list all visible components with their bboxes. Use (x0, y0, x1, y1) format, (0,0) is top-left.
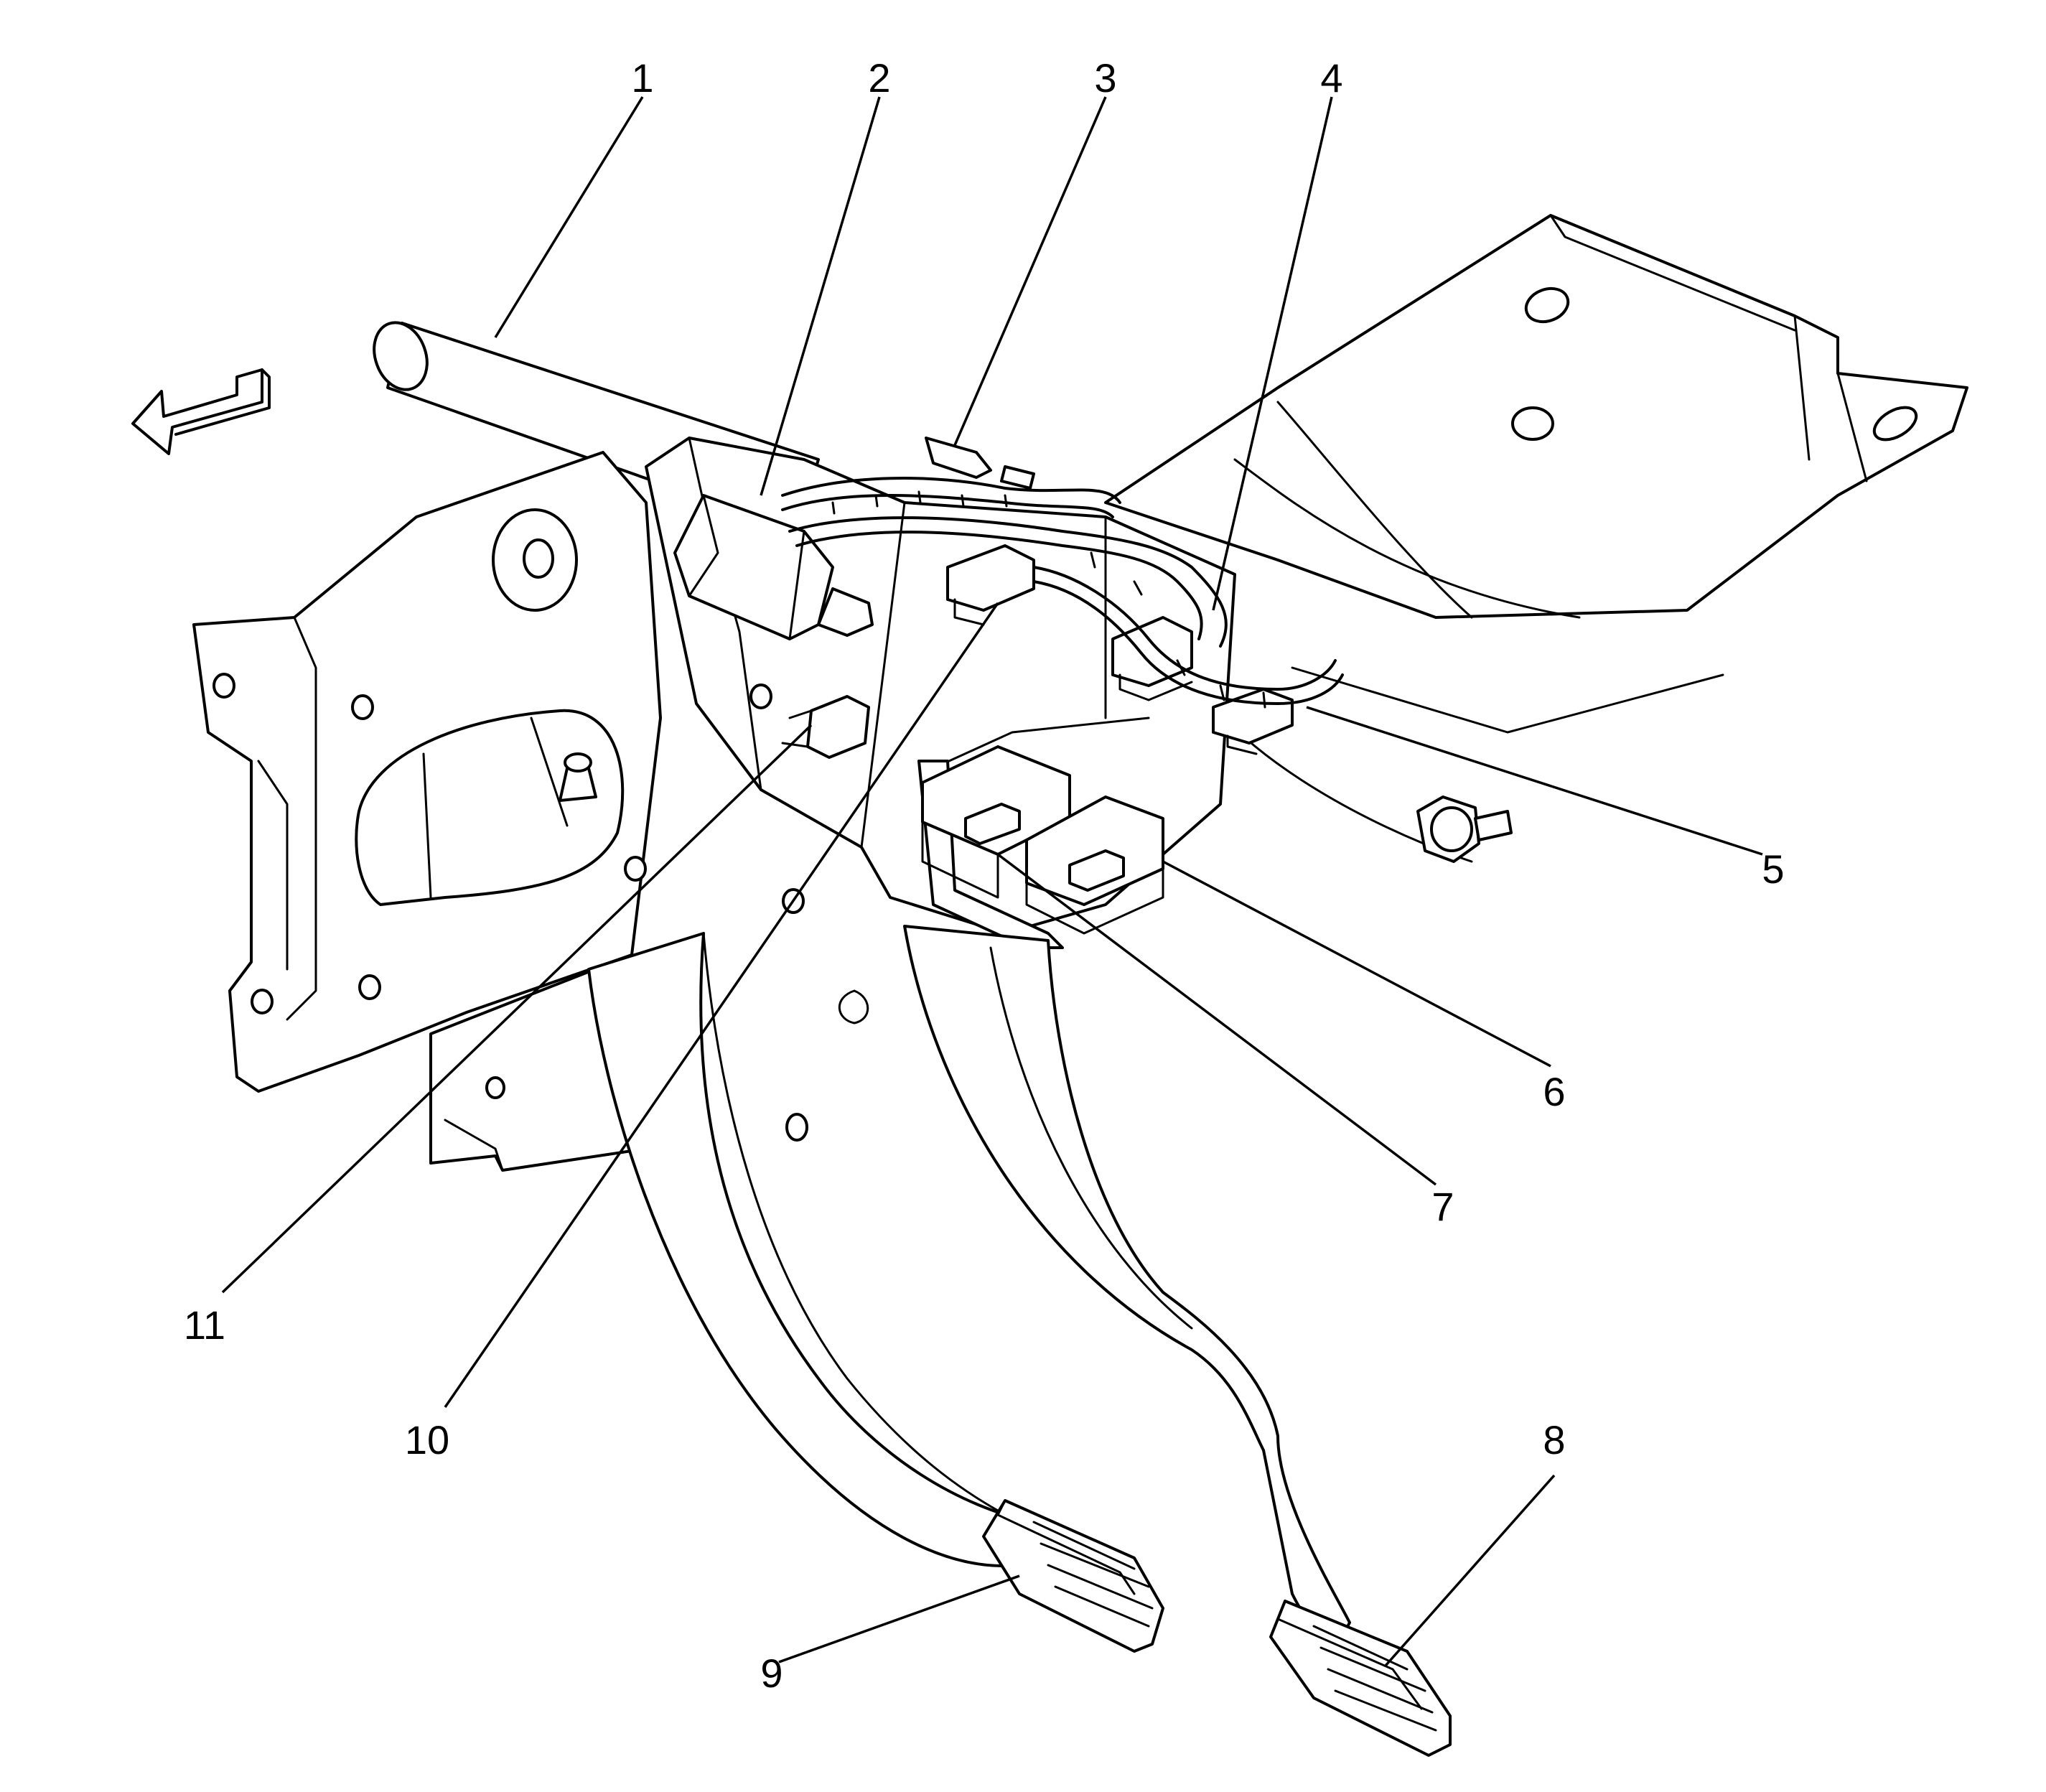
left-bracket-plate (192, 451, 662, 1093)
leader-10 (444, 602, 999, 1408)
callout-3: 3 (1094, 55, 1116, 101)
callout-2: 2 (868, 55, 890, 101)
callout-labels: 1 2 3 4 5 6 7 8 9 10 11 (184, 55, 1785, 1696)
leader-4 (1212, 96, 1333, 611)
clutch-pedal (903, 925, 1452, 1757)
callout-1: 1 (631, 55, 653, 101)
wiring-harness (781, 477, 1344, 709)
leader-6 (1162, 860, 1551, 1068)
callout-8: 8 (1543, 1417, 1565, 1462)
clutch-pedal-pad-grooves (1312, 1625, 1437, 1732)
callout-10: 10 (405, 1417, 449, 1462)
callout-9: 9 (760, 1651, 783, 1696)
leader-1 (494, 96, 644, 338)
right-mounting-bracket (1104, 214, 1968, 863)
callout-7: 7 (1431, 1184, 1454, 1229)
leader-11 (221, 724, 813, 1294)
callout-11: 11 (184, 1302, 225, 1348)
leader-8 (1384, 1474, 1556, 1667)
callout-5: 5 (1762, 846, 1784, 892)
leader-3 (953, 96, 1107, 446)
leader-2 (760, 96, 881, 496)
leader-9 (778, 1574, 1020, 1663)
brake-pedal-pad-grooves (1032, 1521, 1154, 1628)
mounting-bolt (1416, 795, 1513, 863)
leader-7 (996, 853, 1437, 1186)
callout-leaders (221, 96, 1763, 1667)
leader-5 (1306, 706, 1763, 856)
pedal-position-switches (673, 437, 1294, 935)
callout-6: 6 (1543, 1069, 1565, 1114)
brake-pedal (587, 932, 1164, 1653)
forward-arrow-icon (131, 368, 271, 455)
callout-4: 4 (1320, 55, 1342, 101)
